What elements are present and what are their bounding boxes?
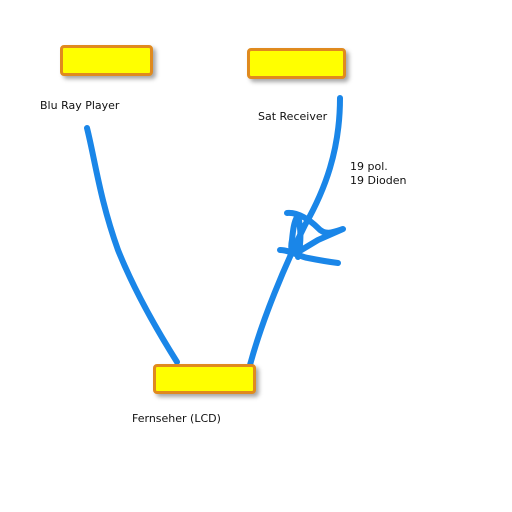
annotation-line-2: 19 Dioden	[350, 174, 407, 187]
tv-box	[153, 364, 256, 394]
sat-receiver-label: Sat Receiver	[258, 110, 328, 123]
cable-bluray-to-tv	[84, 125, 180, 365]
sat-receiver-box	[247, 48, 346, 79]
diode-symbol	[277, 209, 346, 266]
diode-annotation: 19 pol. 19 Dioden	[350, 160, 406, 188]
bluray-player-label: Blu Ray Player	[40, 99, 120, 112]
tv-label: Fernseher (LCD)	[132, 412, 221, 425]
cable-sat-to-tv	[247, 95, 343, 368]
annotation-line-1: 19 pol.	[350, 160, 388, 173]
bluray-player-box	[60, 45, 153, 76]
